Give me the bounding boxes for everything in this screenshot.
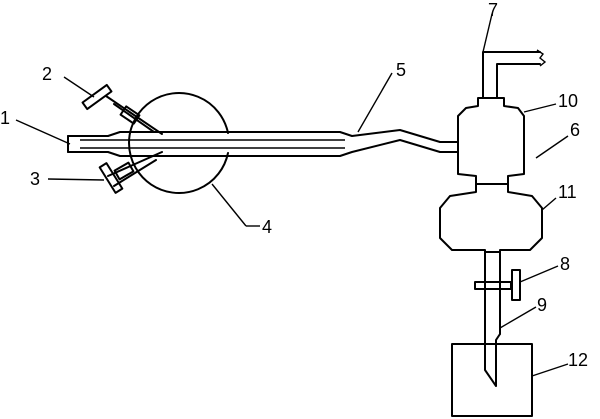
exhaust-pipe	[482, 51, 541, 99]
drain-valve	[474, 269, 521, 301]
label-5: 5	[396, 60, 406, 80]
lower-vessel	[439, 183, 543, 253]
label-2: 2	[42, 64, 52, 84]
horizontal-tube	[67, 129, 459, 143]
leader-lines	[15, 13, 569, 377]
exhaust-pipe-end	[536, 49, 547, 67]
drain-tube	[484, 251, 501, 335]
upper-valve-branch	[81, 83, 163, 135]
label-3: 3	[30, 169, 40, 189]
horizontal-tube-lower	[67, 139, 459, 157]
label-4: 4	[262, 217, 272, 237]
label-10: 10	[558, 91, 578, 111]
collector-box	[451, 343, 533, 417]
label-6: 6	[570, 120, 580, 140]
label-8: 8	[560, 254, 570, 274]
label-7: 7	[488, 0, 498, 20]
label-11: 11	[558, 182, 577, 202]
drain-tube-tip	[484, 333, 501, 387]
round-chamber	[128, 92, 229, 194]
lower-valve-branch	[98, 151, 163, 194]
label-1: 1	[0, 108, 10, 128]
label-12: 12	[568, 350, 588, 370]
label-9: 9	[537, 295, 547, 315]
upper-vessel	[457, 97, 525, 185]
